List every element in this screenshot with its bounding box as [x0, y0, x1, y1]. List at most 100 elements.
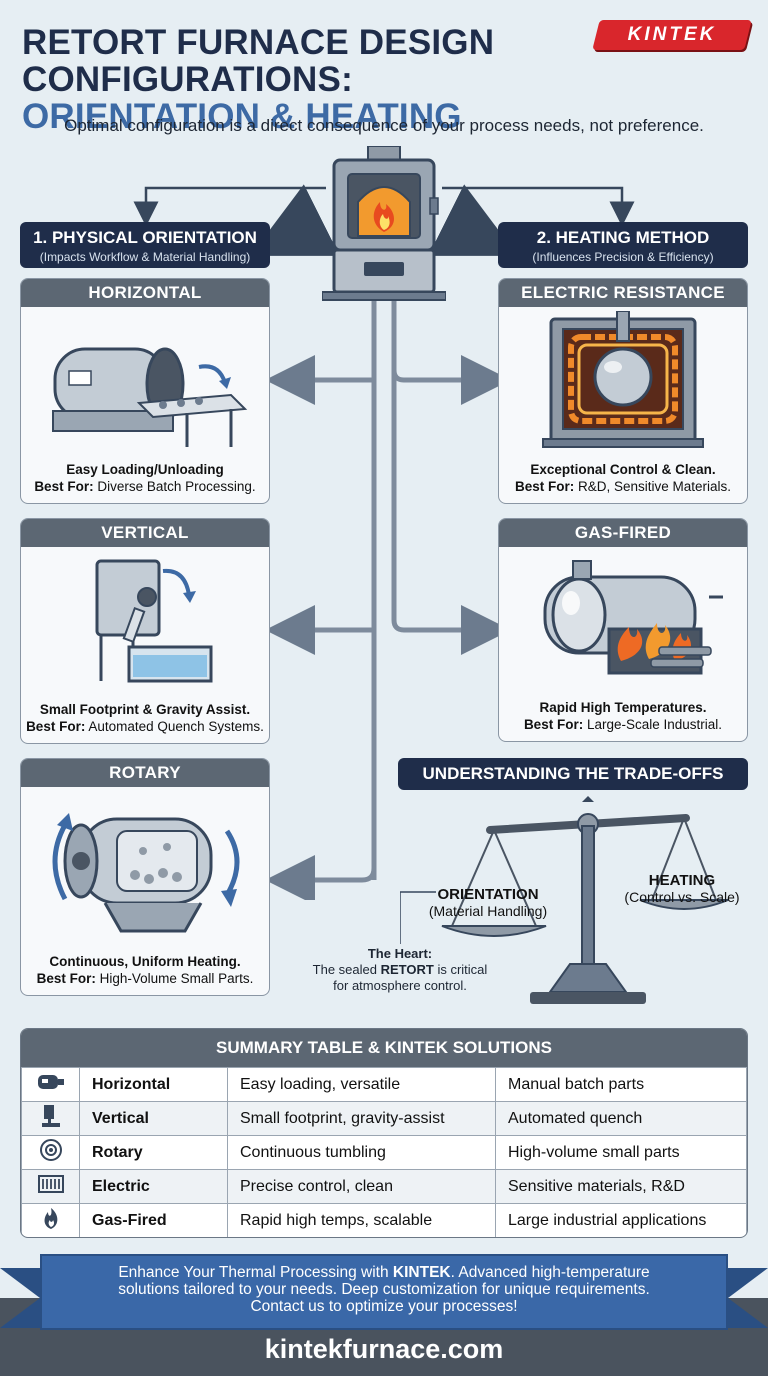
website-link[interactable]: kintekfurnace.com — [264, 1334, 504, 1364]
balance-scale-icon — [400, 796, 729, 1004]
title-line-2-b: ORIENTATION & HEATING — [22, 97, 462, 136]
footer-line2: solutions tailored to your needs. Deep c… — [118, 1281, 650, 1298]
card-electric-title: ELECTRIC RESISTANCE — [499, 279, 747, 307]
heart-text-b: is critical — [437, 962, 488, 977]
card-rotary-best: High-Volume Small Parts. — [99, 971, 254, 986]
rotary-furnace-icon — [52, 813, 240, 933]
card-gas-fired: GAS-FIRED Rapid High Temperatures. Best … — [498, 518, 748, 742]
table-row: Horizontal Easy loading, versatile Manua… — [21, 1067, 747, 1102]
row-use: Automated quench — [495, 1101, 747, 1136]
row-use: High-volume small parts — [495, 1135, 747, 1170]
footer-line1-b: . Advanced high-temperature — [450, 1264, 650, 1281]
rotary-furnace-icon — [39, 1139, 62, 1161]
heart-bold: RETORT — [380, 962, 434, 977]
heart-text-c: for atmosphere control. — [333, 978, 467, 993]
connector-lines — [133, 184, 635, 900]
row-name: Gas-Fired — [79, 1203, 228, 1237]
row-icon-cell — [21, 1067, 80, 1102]
logo-text: KINTEK — [627, 24, 717, 45]
title-line-1: RETORT FURNACE DESIGN — [22, 23, 495, 62]
table-row: Gas-Fired Rapid high temps, scalable Lar… — [21, 1203, 747, 1237]
card-gas-best-label: Best For: — [523, 717, 584, 732]
row-icon-cell — [21, 1203, 80, 1237]
row-description: Precise control, clean — [227, 1169, 496, 1204]
card-electric-line1: Exceptional Control & Clean. — [530, 462, 716, 477]
row-use: Sensitive materials, R&D — [495, 1169, 747, 1204]
row-name: Vertical — [79, 1101, 228, 1136]
row-description: Rapid high temps, scalable — [227, 1203, 496, 1237]
row-description: Continuous tumbling — [227, 1135, 496, 1170]
heating-weight-label: HEATING (Control vs. Scale) — [616, 872, 748, 905]
heart-title: The Heart: — [367, 946, 433, 961]
card-gas-best: Large-Scale Industrial. — [586, 717, 723, 732]
vertical-furnace-icon — [41, 1105, 60, 1127]
card-horizontal-best: Diverse Batch Processing. — [97, 479, 256, 494]
footer-line1-a: Enhance Your Thermal Processing with — [118, 1264, 389, 1281]
summary-grid: Horizontal Easy loading, versatile Manua… — [21, 1067, 747, 1237]
title-line-2-a: CONFIGURATIONS: — [22, 60, 353, 99]
card-vertical-caption: Small Footprint & Gravity Assist. Best F… — [21, 701, 269, 735]
ribbon-tail-left — [0, 1268, 40, 1328]
horizontal-furnace-icon — [37, 1075, 64, 1089]
row-name: Electric — [79, 1169, 228, 1204]
retort-furnace-icon — [322, 146, 446, 301]
table-row: Vertical Small footprint, gravity-assist… — [21, 1101, 747, 1136]
card-rotary-line1: Continuous, Uniform Heating. — [49, 954, 241, 969]
footer-banner: Enhance Your Thermal Processing with KIN… — [40, 1254, 728, 1330]
heating-sub: (Control vs. Scale) — [624, 889, 740, 905]
row-description: Small footprint, gravity-assist — [227, 1101, 496, 1136]
retort-note: The Heart: The sealed RETORT is critical… — [300, 946, 500, 994]
section-orientation: 1. PHYSICAL ORIENTATION (Impacts Workflo… — [20, 222, 270, 268]
title-line-2: CONFIGURATIONS: ORIENTATION & HEATING — [22, 61, 582, 135]
row-use: Large industrial applications — [495, 1203, 747, 1237]
section-heating-title: 2. HEATING METHOD — [536, 228, 710, 247]
page-title: RETORT FURNACE DESIGN CONFIGURATIONS: OR… — [22, 24, 582, 135]
row-use: Manual batch parts — [495, 1067, 747, 1102]
card-horizontal: HORIZONTAL Easy Loading/Unloading Best F… — [20, 278, 270, 504]
card-electric-caption: Exceptional Control & Clean. Best For: R… — [499, 461, 747, 495]
vertical-furnace-icon — [95, 559, 213, 683]
card-rotary-title: ROTARY — [21, 759, 269, 787]
section-heating-subtitle: (Influences Precision & Efficiency) — [532, 250, 714, 264]
electric-heating-icon — [542, 311, 704, 448]
card-gas-caption: Rapid High Temperatures. Best For: Large… — [499, 699, 747, 733]
flame-icon — [44, 1208, 57, 1229]
row-name: Horizontal — [79, 1067, 228, 1102]
card-horizontal-best-label: Best For: — [34, 479, 94, 494]
section-heating: 2. HEATING METHOD (Influences Precision … — [498, 222, 748, 268]
card-horizontal-caption: Easy Loading/Unloading Best For: Diverse… — [21, 461, 269, 495]
section-orientation-title: 1. PHYSICAL ORIENTATION — [33, 228, 257, 247]
gas-fired-furnace-icon — [543, 560, 723, 675]
summary-table: SUMMARY TABLE & KINTEK SOLUTIONS Horizon… — [20, 1028, 748, 1238]
heating-element-icon — [37, 1175, 64, 1193]
row-icon-cell — [21, 1135, 80, 1170]
card-horizontal-line1: Easy Loading/Unloading — [66, 462, 224, 477]
card-rotary-best-label: Best For: — [36, 971, 96, 986]
orientation-label: ORIENTATION — [437, 886, 539, 903]
card-vertical-title: VERTICAL — [21, 519, 269, 547]
card-electric: ELECTRIC RESISTANCE Exceptional Control … — [498, 278, 748, 504]
heart-text-a: The sealed — [312, 962, 377, 977]
row-description: Easy loading, versatile — [227, 1067, 496, 1102]
tradeoffs-title: UNDERSTANDING THE TRADE-OFFS — [398, 758, 748, 790]
card-vertical-line1: Small Footprint & Gravity Assist. — [39, 702, 251, 717]
table-row: Electric Precise control, clean Sensitiv… — [21, 1169, 747, 1204]
summary-title: SUMMARY TABLE & KINTEK SOLUTIONS — [21, 1029, 747, 1067]
table-row: Rotary Continuous tumbling High-volume s… — [21, 1135, 747, 1170]
heating-label: HEATING — [648, 872, 716, 889]
orientation-weight-label: ORIENTATION (Material Handling) — [420, 886, 556, 919]
row-icon-cell — [21, 1169, 80, 1204]
card-electric-best-label: Best For: — [514, 479, 575, 494]
card-rotary: ROTARY Continuous, Uniform Heating. Best… — [20, 758, 270, 996]
card-vertical-best: Automated Quench Systems. — [88, 719, 264, 734]
card-horizontal-title: HORIZONTAL — [21, 279, 269, 307]
row-name: Rotary — [79, 1135, 228, 1170]
card-vertical: VERTICAL Small Footprint & Gravity Assis… — [20, 518, 270, 744]
card-electric-best: R&D, Sensitive Materials. — [577, 479, 732, 494]
footer-line1-bold: KINTEK — [392, 1264, 451, 1281]
section-orientation-subtitle: (Impacts Workflow & Material Handling) — [39, 250, 251, 264]
subtitle: Optimal configuration is a direct conseq… — [64, 116, 704, 135]
orientation-sub: (Material Handling) — [428, 903, 548, 919]
card-gas-title: GAS-FIRED — [499, 519, 747, 547]
kintek-logo: KINTEK — [592, 20, 752, 50]
